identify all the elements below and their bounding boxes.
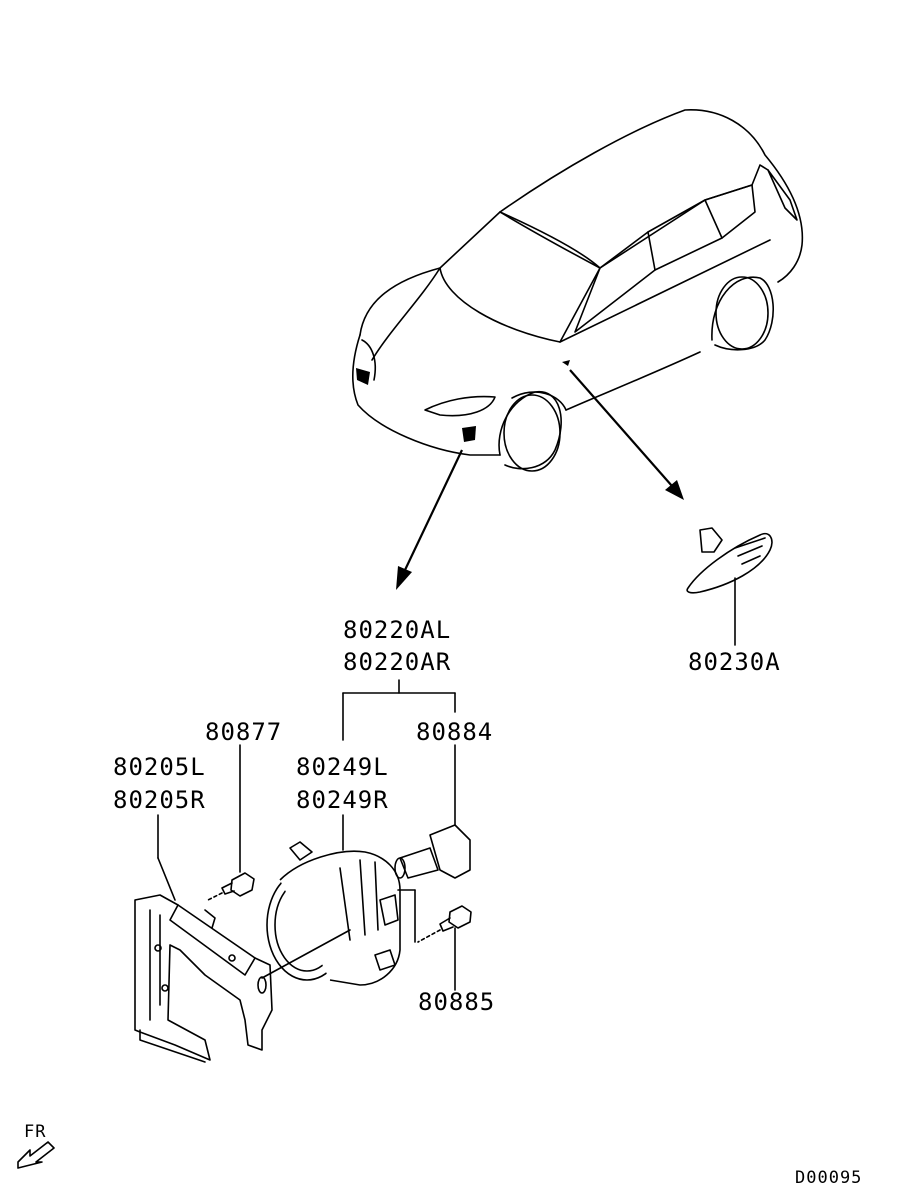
label-80205R: 80205R bbox=[113, 786, 206, 814]
fog-lamp-illustration bbox=[261, 814, 401, 986]
fog-lamp-bracket-illustration bbox=[134, 814, 273, 1063]
label-80249L: 80249L bbox=[296, 753, 389, 781]
label-80877: 80877 bbox=[205, 718, 282, 746]
drawing-id: D00095 bbox=[795, 1168, 862, 1187]
front-direction-label: FR bbox=[24, 1122, 46, 1142]
label-80220AR: 80220AR bbox=[343, 648, 451, 676]
label-80884: 80884 bbox=[416, 718, 493, 746]
vehicle-illustration bbox=[352, 109, 804, 472]
label-80885: 80885 bbox=[418, 988, 495, 1016]
arrow-to-fog-lamp bbox=[396, 449, 463, 590]
arrow-to-side-lamp bbox=[569, 369, 684, 500]
side-turn-lamp-illustration bbox=[686, 527, 773, 646]
screw-lower-illustration bbox=[417, 905, 472, 991]
label-80249R: 80249R bbox=[296, 786, 389, 814]
label-80205L: 80205L bbox=[113, 753, 206, 781]
front-direction-marker: FR bbox=[17, 1122, 55, 1169]
screw-upper-illustration bbox=[207, 744, 255, 901]
bulb-illustration bbox=[394, 744, 471, 943]
front-direction-arrow-icon bbox=[17, 1141, 55, 1169]
label-80220AL: 80220AL bbox=[343, 616, 451, 644]
label-80230A: 80230A bbox=[688, 648, 781, 676]
assembly-leader-lines bbox=[342, 679, 456, 741]
